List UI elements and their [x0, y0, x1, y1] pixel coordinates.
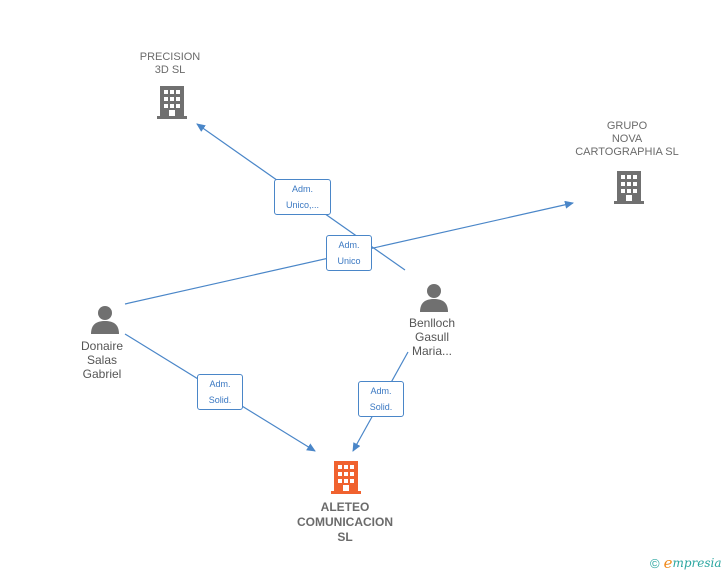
- footer-branding: © e mpresia: [650, 554, 722, 572]
- building-icon[interactable]: [330, 460, 362, 494]
- node-label: Benlloch Gasull Maria...: [408, 316, 456, 358]
- person-icon[interactable]: [90, 304, 120, 334]
- node-grupo-nova-cartographia[interactable]: GRUPO NOVA CARTOGRAPHIA SL: [557, 120, 697, 159]
- edge-label-benlloch-precision[interactable]: Adm. Unico,...: [274, 179, 331, 215]
- node-precision-3d[interactable]: PRECISION 3D SL: [120, 51, 220, 77]
- node-label: Donaire Salas Gabriel: [80, 339, 124, 381]
- building-icon[interactable]: [613, 170, 645, 204]
- node-benlloch-gasull-maria[interactable]: Benlloch Gasull Maria...: [392, 316, 472, 358]
- edge-label-donaire-aleteo[interactable]: Adm. Solid.: [197, 374, 243, 410]
- node-donaire-salas-gabriel[interactable]: Donaire Salas Gabriel: [62, 339, 142, 381]
- copyright-icon: ©: [650, 555, 660, 571]
- brand-logo-initial: e: [663, 554, 673, 572]
- node-label: PRECISION 3D SL: [139, 51, 201, 76]
- person-icon[interactable]: [419, 282, 449, 312]
- node-label: ALETEO COMUNICACION SL: [297, 500, 393, 544]
- edge-label-donaire-grupo[interactable]: Adm. Unico: [326, 235, 372, 271]
- node-label: GRUPO NOVA CARTOGRAPHIA SL: [575, 120, 679, 158]
- brand-logo-text: mpresia: [672, 556, 722, 570]
- building-icon[interactable]: [156, 85, 188, 119]
- edge-label-benlloch-aleteo[interactable]: Adm. Solid.: [358, 381, 404, 417]
- node-aleteo-comunicacion[interactable]: ALETEO COMUNICACION SL: [275, 500, 415, 545]
